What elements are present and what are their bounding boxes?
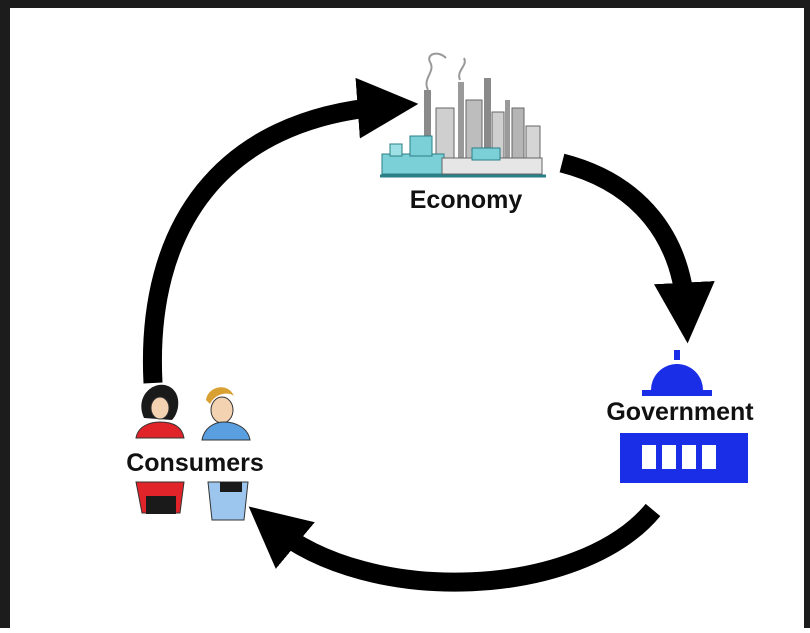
arrow-government-to-consumers	[248, 503, 661, 592]
people-icon	[135, 384, 251, 521]
arrow-economy-to-government	[559, 153, 715, 344]
consumers-label: Consumers	[126, 449, 264, 477]
economy-label: Economy	[410, 186, 523, 214]
government-label: Government	[606, 398, 754, 426]
diagram-slide: Economy Government	[10, 8, 804, 628]
cycle-diagram: Economy Government	[126, 52, 754, 592]
bottom-border	[0, 628, 810, 633]
arrow-consumers-to-economy	[142, 77, 419, 384]
capitol-building-icon	[620, 350, 748, 483]
factory-icon	[380, 52, 546, 178]
